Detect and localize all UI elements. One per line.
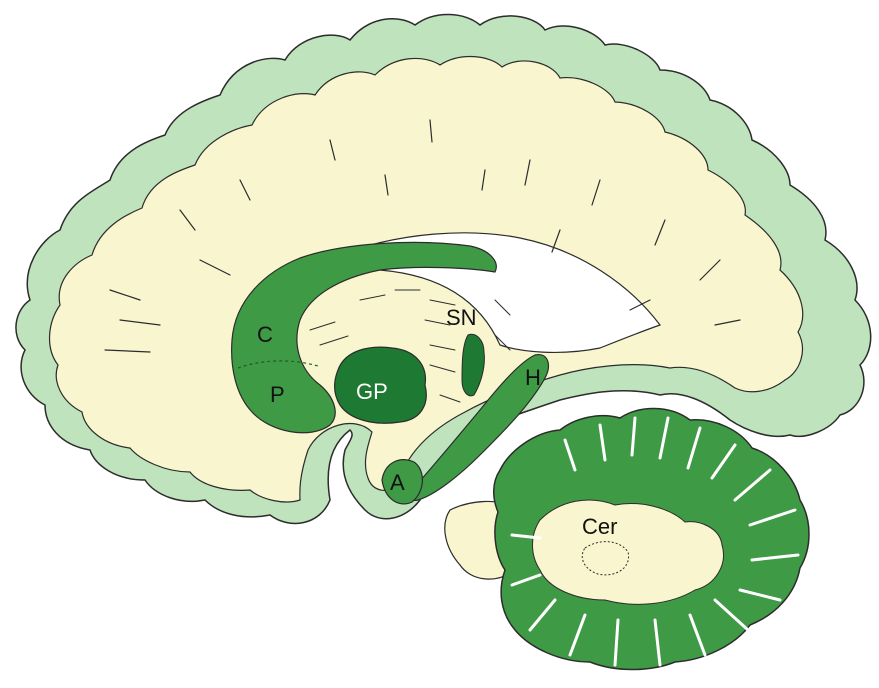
label-hippocampus: H [525, 365, 541, 390]
label-globus-pallidus: GP [356, 379, 388, 404]
label-putamen: P [270, 382, 285, 407]
label-cerebellum: Cer [582, 514, 617, 539]
label-substantia-nigra: SN [446, 305, 477, 330]
label-caudate: C [257, 322, 273, 347]
label-amygdala: A [390, 470, 405, 495]
